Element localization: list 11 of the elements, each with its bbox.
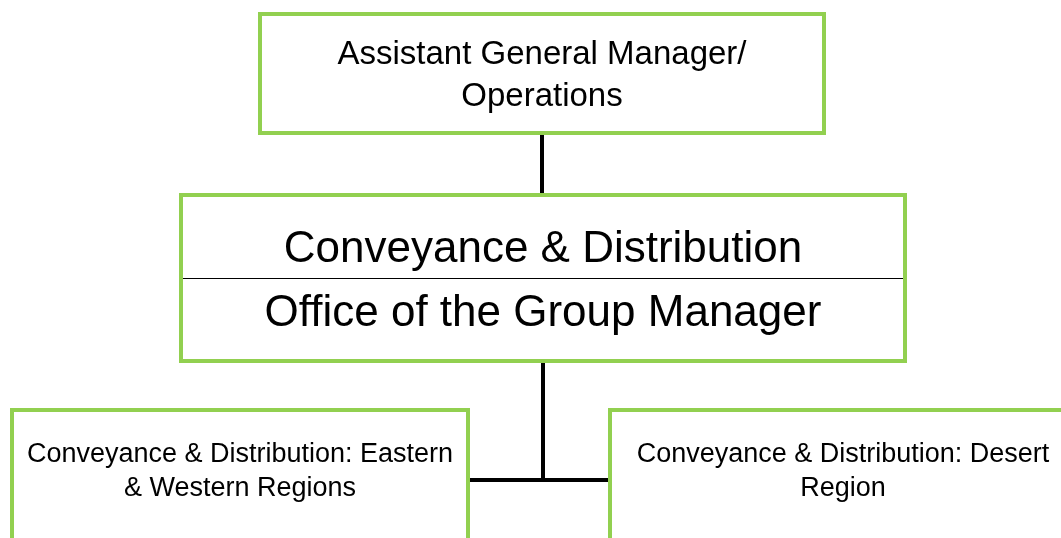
box-title: Conveyance & Distribution (283, 220, 803, 273)
org-box (258, 12, 826, 135)
box-title: Assistant General Manager/ Operations (336, 33, 748, 115)
org-box (10, 408, 470, 538)
connector-line (540, 135, 544, 193)
box-title: Office of the Group Manager (264, 284, 822, 337)
connector-line (541, 363, 608, 482)
org-box (179, 193, 907, 363)
org-box (608, 408, 1061, 538)
box-title: Conveyance & Distribution: Eastern & Western Regions (26, 437, 454, 504)
box-title: Conveyance & Distribution: Desert Region (635, 437, 1051, 504)
